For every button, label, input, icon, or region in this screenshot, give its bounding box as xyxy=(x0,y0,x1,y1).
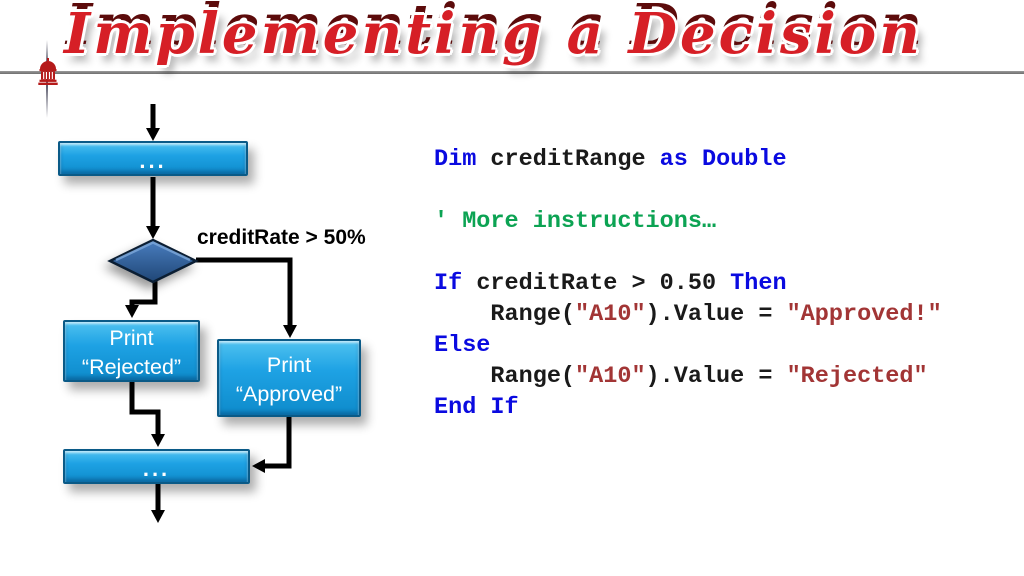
code-if-condition: creditRate > 0.50 xyxy=(462,270,731,297)
code-value-assign: ).Value = xyxy=(645,301,787,328)
code-line-else-branch: Range("A10").Value = "Rejected" xyxy=(434,361,942,392)
header-divider-line xyxy=(0,71,1024,74)
code-line-else: Else xyxy=(434,330,942,361)
code-keyword-as-double: as Double xyxy=(659,146,787,173)
vba-code-block: Dim creditRange as Double ' More instruc… xyxy=(434,144,942,423)
process-box-rejected: Print “Rejected” xyxy=(63,320,200,382)
page-title: Implementing a Decision xyxy=(64,1,923,67)
decision-condition-label: creditRate > 50% xyxy=(197,226,366,249)
code-keyword-dim: Dim xyxy=(434,146,477,173)
code-line-dim: Dim creditRange as Double xyxy=(434,144,942,175)
code-value-assign: ).Value = xyxy=(645,363,787,390)
code-line-comment: ' More instructions… xyxy=(434,206,942,237)
code-keyword-if: If xyxy=(434,270,463,297)
code-comment-text: ' More instructions… xyxy=(434,208,717,235)
code-line-endif: End If xyxy=(434,392,942,423)
process-box-approved: Print “Approved” xyxy=(217,339,361,417)
rejected-box-line2: “Rejected” xyxy=(81,355,182,379)
process-box-bottom: ... xyxy=(63,449,250,484)
process-box-top: ... xyxy=(58,141,248,176)
code-line-if: If creditRate > 0.50 Then xyxy=(434,268,942,299)
code-variable-name: creditRange xyxy=(476,146,660,173)
connector-rejected-to-merge xyxy=(129,382,165,447)
code-keyword-endif: End If xyxy=(434,394,519,421)
code-string-cell: "A10" xyxy=(575,301,646,328)
code-string-rejected: "Rejected" xyxy=(786,363,928,390)
approved-box-line1: Print xyxy=(266,353,312,377)
code-string-cell: "A10" xyxy=(575,363,646,390)
code-range-call: Range( xyxy=(434,363,576,390)
code-line-then-branch: Range("A10").Value = "Approved!" xyxy=(434,299,942,330)
decision-diamond xyxy=(107,238,199,284)
code-keyword-then: Then xyxy=(730,270,787,297)
code-range-call: Range( xyxy=(434,301,576,328)
rejected-box-line1: Print xyxy=(109,326,154,350)
approved-box-line2: “Approved” xyxy=(235,382,343,406)
code-blank-line xyxy=(434,175,942,206)
connector-diamond-to-approved xyxy=(196,257,297,338)
code-string-approved: "Approved!" xyxy=(786,301,942,328)
connector-diamond-to-rejected xyxy=(125,281,158,318)
process-box-bottom-label: ... xyxy=(142,456,171,481)
code-blank-line xyxy=(434,237,942,268)
decision-diamond-highlight xyxy=(115,241,191,262)
process-box-top-label: ... xyxy=(139,148,167,173)
code-keyword-else: Else xyxy=(434,332,491,359)
rotunda-icon xyxy=(38,58,58,85)
connector-approved-to-merge xyxy=(252,416,292,473)
